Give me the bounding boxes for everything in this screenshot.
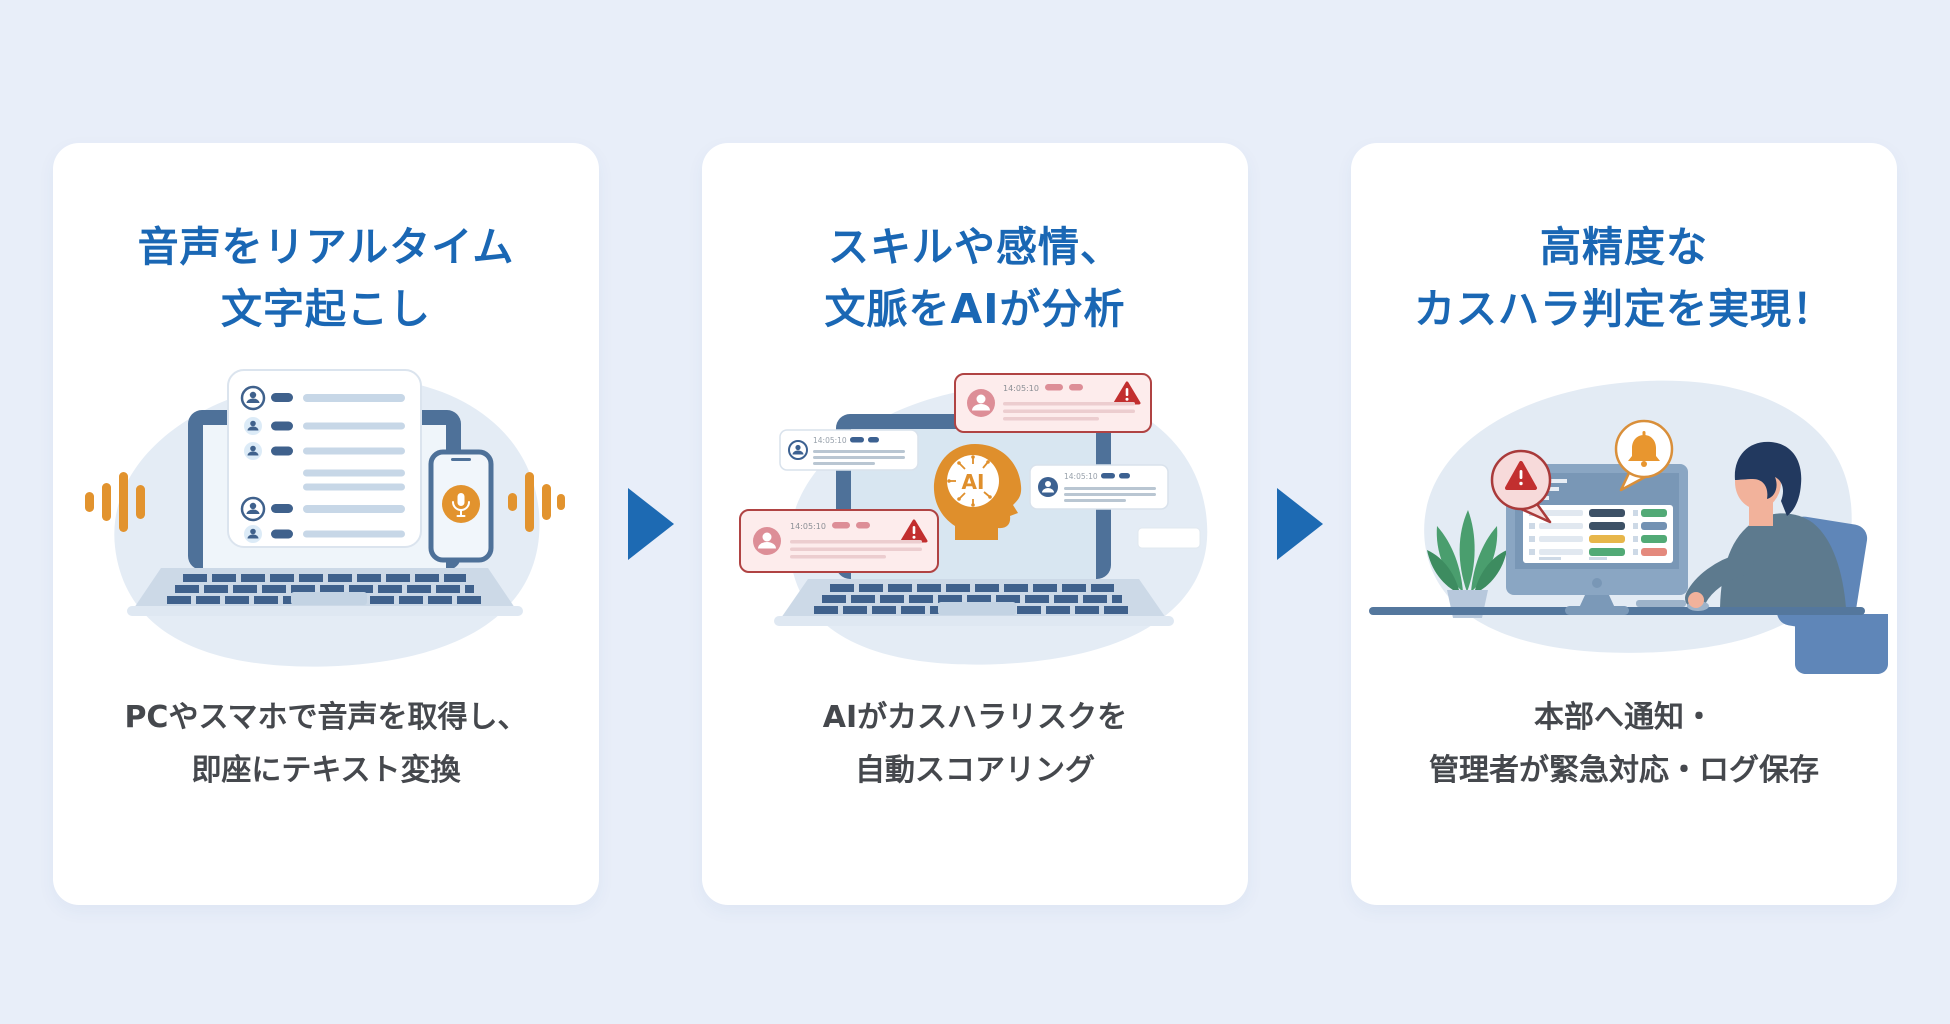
- chat-message-alert: 14:05:10: [954, 373, 1152, 433]
- hand: [1688, 592, 1704, 608]
- alert-dashboard-svg: [1369, 380, 1888, 674]
- step3-desc-line1: 本部へ通知・: [1534, 700, 1714, 735]
- smartphone: [428, 449, 494, 563]
- touchpad: [291, 592, 367, 605]
- timestamp: 14:05:10: [1003, 384, 1039, 393]
- touchpad: [938, 602, 1016, 615]
- desk-keyboard: [1636, 600, 1686, 607]
- step2-description: AIがカスハラリスクを 自動スコアリング: [708, 692, 1242, 797]
- microphone-icon: [442, 485, 480, 523]
- step2-title-line1: スキルや感情、: [828, 223, 1122, 271]
- step2-title: スキルや感情、 文脈をAIが分析: [710, 217, 1240, 340]
- customer-avatar-icon: [753, 527, 781, 555]
- step2-desc-line2: 自動スコアリング: [855, 752, 1095, 788]
- step3-desc-line2: 管理者が緊急対応・ログ保存: [1429, 752, 1819, 788]
- sound-wave-icon: [85, 472, 145, 532]
- sound-wave-icon: [508, 472, 565, 532]
- monitor-logo-dot: [1592, 578, 1602, 588]
- timestamp: 14:05:10: [1064, 472, 1098, 481]
- right-arrow-icon: [1276, 488, 1323, 560]
- monitor-stand: [1579, 595, 1615, 608]
- dashboard-table: [1523, 505, 1673, 563]
- step1-title-line2: 文字起こし: [221, 284, 431, 333]
- customer-avatar-icon: [967, 389, 995, 417]
- customer-avatar-icon: [1038, 477, 1058, 497]
- illustration-voice-transcription: [53, 352, 599, 682]
- speaker-avatar-icon: [244, 442, 262, 460]
- step1-desc-line1: PCやスマホで音声を取得し、: [124, 700, 528, 735]
- step-card-ai-analysis: スキルや感情、 文脈をAIが分析: [702, 143, 1248, 905]
- voice-transcription-svg: [85, 369, 565, 667]
- speaker-avatar-icon: [240, 496, 266, 522]
- speaker-avatar-icon: [240, 385, 266, 411]
- step1-title: 音声をリアルタイム 文字起こし: [61, 217, 591, 340]
- illustration-ai-analysis: 14:05:10 14:05:10: [702, 352, 1248, 682]
- customer-avatar-icon: [788, 440, 808, 460]
- step3-title-line1: 高精度な: [1540, 223, 1708, 271]
- step-card-voice-transcription: 音声をリアルタイム 文字起こし: [53, 143, 599, 905]
- notification-speech-bubble: [1614, 419, 1674, 492]
- flow-arrow-slot-2: [1248, 143, 1351, 905]
- keyboard-keys: [167, 574, 482, 605]
- hair: [1734, 441, 1802, 516]
- step1-desc-line2: 即座にテキスト変換: [191, 752, 461, 788]
- step3-title: 高精度な カスハラ判定を実現！: [1359, 217, 1889, 340]
- step1-description: PCやスマホで音声を取得し、 即座にテキスト変換: [59, 692, 593, 797]
- illustration-alert-dashboard: [1351, 352, 1897, 682]
- warning-icon: [1505, 461, 1537, 490]
- monitor: [1506, 464, 1688, 615]
- chat-message-alert: 14:05:10: [739, 509, 939, 573]
- step-card-harassment-detection: 高精度な カスハラ判定を実現！: [1351, 143, 1897, 905]
- right-arrow-icon: [627, 488, 674, 560]
- blank-chip: [1137, 527, 1201, 549]
- chat-message-normal: 14:05:10: [1029, 464, 1169, 510]
- step3-description: 本部へ通知・ 管理者が緊急対応・ログ保存: [1357, 692, 1891, 797]
- flow-arrow-slot-1: [599, 143, 702, 905]
- ai-brain-icon: AI: [933, 444, 1022, 540]
- transcript-panel: [227, 369, 422, 548]
- speaker-avatar-icon: [244, 525, 262, 543]
- bell-icon: [1628, 431, 1660, 467]
- timestamp: 14:05:10: [790, 522, 826, 531]
- step3-title-line2: カスハラ判定を実現！: [1414, 284, 1834, 333]
- monitor-base: [1565, 606, 1629, 615]
- step1-title-line1: 音声をリアルタイム: [137, 223, 515, 271]
- step2-title-line2: 文脈をAIが分析: [824, 284, 1126, 333]
- alert-speech-bubble: [1490, 449, 1552, 524]
- ai-label: AI: [962, 470, 985, 494]
- timestamp: 14:05:10: [813, 436, 847, 445]
- speaker-avatar-icon: [244, 417, 262, 435]
- chat-message-normal: 14:05:10: [779, 429, 919, 471]
- step2-desc-line1: AIがカスハラリスクを: [822, 700, 1128, 735]
- keyboard-keys: [814, 584, 1132, 615]
- ai-analysis-svg: 14:05:10 14:05:10: [739, 373, 1208, 665]
